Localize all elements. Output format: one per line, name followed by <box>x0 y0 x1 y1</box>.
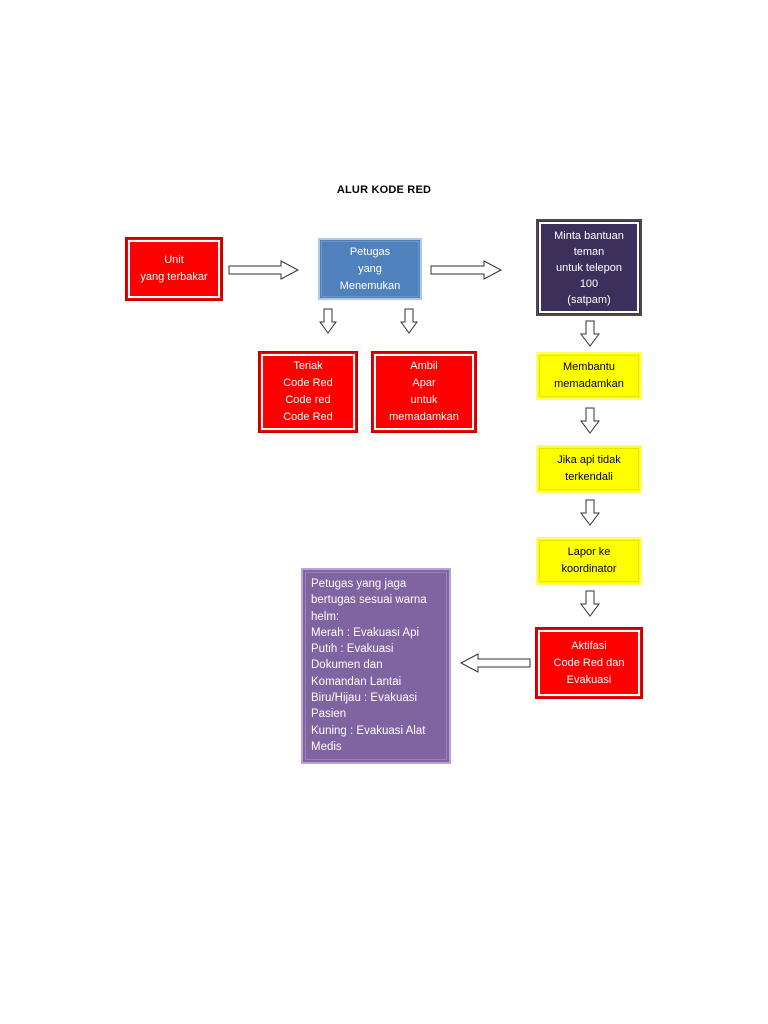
node-teriak-code-red: Teriak Code Red Code red Code Red <box>259 352 357 432</box>
node-text: Evakuasi <box>566 673 612 686</box>
node-text: Merah : Evakuasi Api <box>311 626 420 639</box>
node-text: Unit <box>164 254 184 266</box>
node-text: Teriak <box>293 360 323 372</box>
node-text: Komandan Lantai <box>311 675 402 688</box>
node-jika-api-tidak-terkendali: Jika api tidak terkendali <box>536 445 642 493</box>
arrow-down-icon <box>580 499 600 526</box>
node-text: Menemukan <box>339 279 401 292</box>
node-text: Jika api tidak <box>557 454 621 466</box>
node-text: Medis <box>311 740 342 753</box>
node-text: bertugas sesuai warna <box>311 594 427 607</box>
node-text: Putih : Evakuasi <box>311 643 394 656</box>
node-text: 100 <box>579 277 599 290</box>
diagram-title: ALUR KODE RED <box>336 184 432 196</box>
node-text: yang terbakar <box>140 271 208 283</box>
node-text: Biru/Hijau : Evakuasi <box>311 692 418 705</box>
node-text: terkendali <box>565 471 613 483</box>
node-text: (satpam) <box>567 293 611 306</box>
arrow-down-icon <box>580 590 600 617</box>
arrow-down-icon <box>580 320 600 347</box>
node-text: Membantu <box>563 361 615 373</box>
node-text: Pasien <box>311 708 347 721</box>
node-text: Code Red dan <box>553 656 625 669</box>
node-lapor-koordinator: Lapor ke koordinator <box>536 537 642 585</box>
node-text: koordinator <box>561 563 617 575</box>
arrow-right-icon <box>228 260 300 280</box>
node-text: Petugas yang jaga <box>311 578 407 590</box>
node-text: Kuning : Evakuasi Alat <box>311 724 426 737</box>
node-text: Petugas <box>349 245 391 258</box>
arrow-down-icon <box>400 308 418 334</box>
node-minta-bantuan: Minta bantuan teman untuk telepon 100 (s… <box>536 219 642 316</box>
node-text: Code Red <box>283 411 333 423</box>
node-ambil-apar: Ambil Apar untuk memadamkan <box>372 352 476 432</box>
arrow-down-icon <box>319 308 337 334</box>
node-text: Apar <box>412 377 436 389</box>
node-text: Lapor ke <box>567 546 611 558</box>
node-text: untuk <box>410 394 438 406</box>
node-text: Code Red <box>283 377 333 389</box>
node-petugas-menemukan: Petugas yang Menemukan <box>318 238 422 300</box>
arrow-left-icon <box>459 653 531 673</box>
node-text: Code red <box>285 394 331 406</box>
node-text: yang <box>358 262 382 275</box>
node-unit-terbakar: Unit yang terbakar <box>126 238 222 300</box>
arrow-down-icon <box>580 407 600 434</box>
node-text: memadamkan <box>554 378 624 390</box>
node-text: Dokumen dan <box>311 659 383 672</box>
node-text: teman <box>573 245 605 258</box>
node-petugas-jaga-helm: Petugas yang jaga bertugas sesuai warna … <box>301 568 451 764</box>
node-text: Minta bantuan <box>554 229 624 242</box>
node-aktifasi-code-red: Aktifasi Code Red dan Evakuasi <box>536 628 642 698</box>
node-text: untuk telepon <box>555 261 623 274</box>
node-text: Ambil <box>410 360 438 372</box>
node-text: Aktifasi <box>571 639 607 652</box>
arrow-right-icon <box>430 260 503 280</box>
node-text: helm: <box>311 610 340 623</box>
node-membantu-memadamkan: Membantu memadamkan <box>536 352 642 400</box>
node-text: memadamkan <box>389 411 459 423</box>
